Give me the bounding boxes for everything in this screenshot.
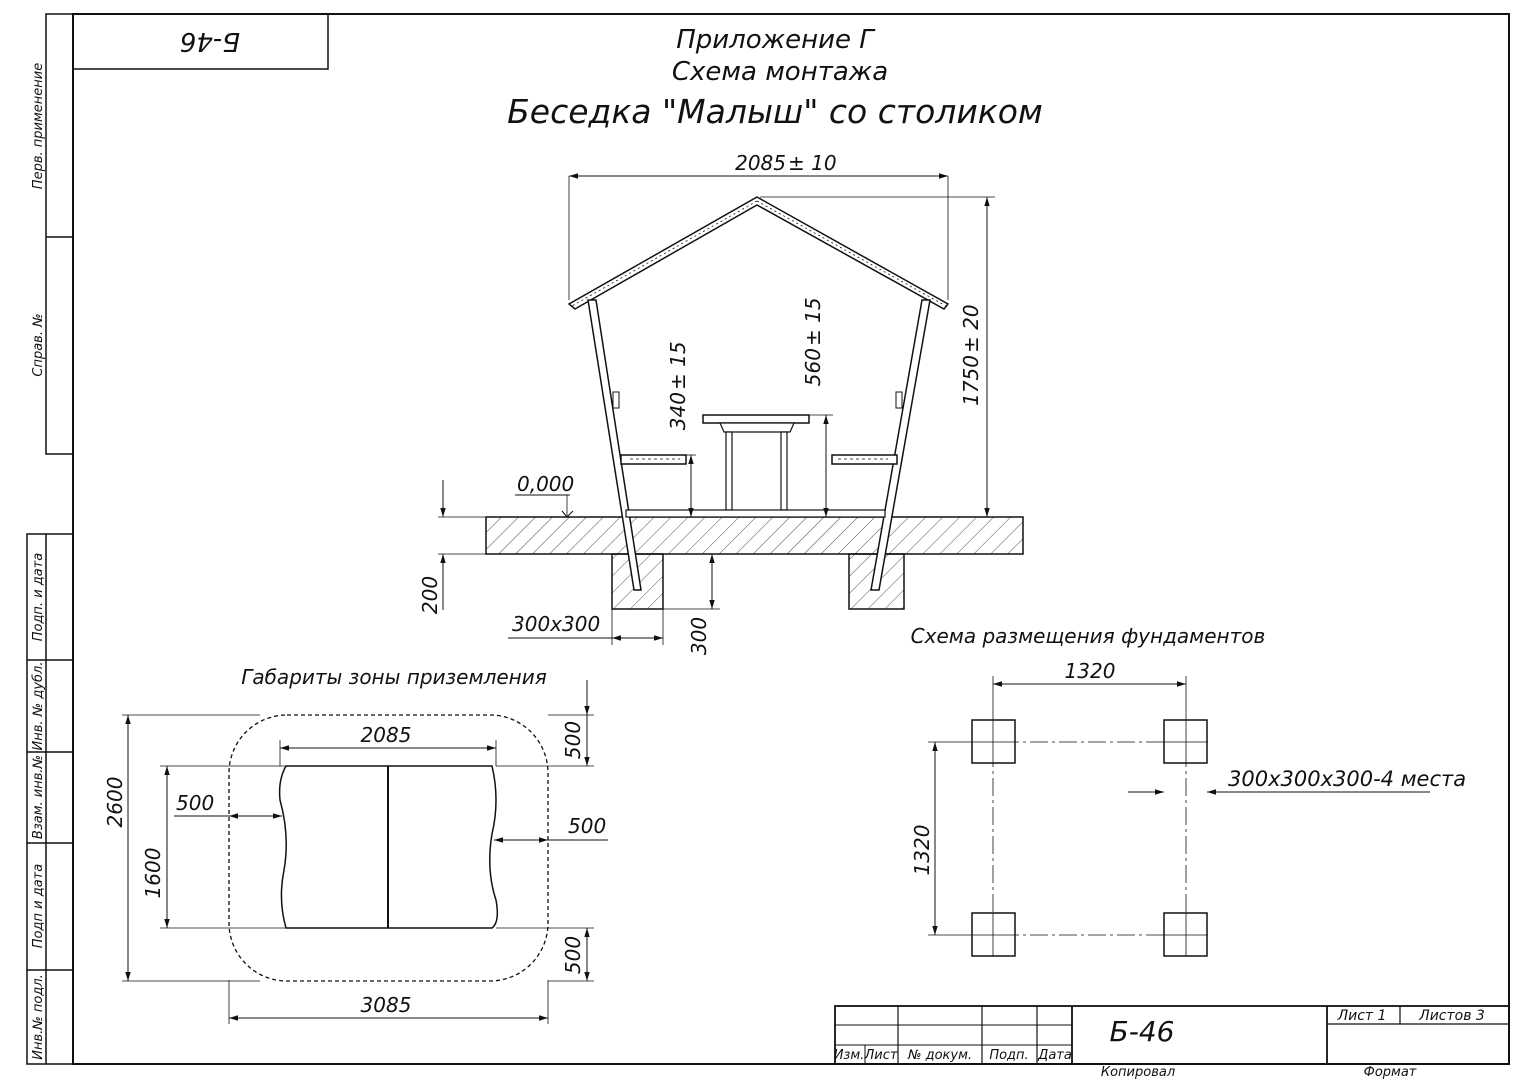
dim-width: 2085: [735, 151, 786, 175]
margin-perv: Перв. применение: [31, 63, 46, 189]
dim-table-h: 560: [801, 348, 825, 386]
margin-sprav: Справ. №: [31, 313, 46, 376]
landing-dim-outer-h: 2600: [103, 777, 127, 828]
title-block: [834, 1005, 1510, 1065]
dim-ground: 200: [418, 576, 442, 614]
zero-level-label: 0,000: [517, 472, 574, 496]
landing-dim-top-right: 500: [561, 721, 585, 759]
elevation-dimensions: [438, 173, 1023, 645]
margin-inv-dubl: Инв. № дубл.: [31, 662, 46, 751]
gazebo-roof: [567, 196, 950, 310]
title-sheet: Лист 1: [1337, 1008, 1387, 1024]
header-line3: Беседка "Малыш" со столиком: [507, 92, 1043, 131]
foundation-dim-y: 1320: [910, 825, 934, 876]
landing-dimensions: [122, 680, 608, 1024]
header-line1: Приложение Г: [676, 25, 876, 55]
dim-width-tol: ± 10: [788, 151, 837, 175]
landing-dim-right: 500: [568, 814, 606, 838]
gazebo-table: [702, 414, 810, 511]
bench-right: [831, 454, 898, 465]
foundation-dimensions: [928, 676, 1430, 936]
bench-left: [620, 454, 687, 465]
header-line2: Схема монтажа: [672, 57, 888, 87]
code-box-top: Б-46: [72, 13, 329, 70]
dim-footing: 300x300: [512, 612, 600, 636]
foundation-note: 300х300х300-4 места: [1228, 767, 1466, 791]
landing-dim-outer-w: 3085: [361, 993, 412, 1017]
dim-bench-h: 340: [666, 392, 690, 430]
title-copied: Копировал: [1101, 1065, 1175, 1080]
title-data: Дата: [1037, 1048, 1072, 1063]
margin-inv-podl: Инв.№ подл.: [31, 974, 46, 1060]
margin-podp-data-2: Подп и дата: [31, 864, 46, 948]
foundation-layout: [971, 719, 1208, 957]
margin-vzam-inv: Взам. инв.№: [31, 755, 46, 839]
title-izm: Изм.: [834, 1048, 865, 1063]
dim-table-h-tol: ± 15: [801, 297, 825, 346]
landing-dim-left: 500: [176, 791, 214, 815]
gazebo-elevation: [485, 196, 1024, 610]
dim-footing-depth: 300: [687, 617, 711, 655]
landing-title: Габариты зоны приземления: [241, 665, 547, 689]
landing-dim-top: 2085: [361, 723, 412, 747]
foundation-title: Схема размещения фундаментов: [911, 624, 1266, 648]
code-box-top-text: Б-46: [180, 26, 240, 56]
ground-slab: [485, 516, 1024, 555]
title-doc: № докум.: [907, 1048, 972, 1063]
landing-dim-bottom-right: 500: [561, 936, 585, 974]
title-code: Б-46: [1110, 1015, 1175, 1048]
title-list: Лист: [864, 1048, 898, 1063]
title-sheets: Листов 3: [1418, 1008, 1485, 1024]
margin-podp-data-1: Подп. и дата: [31, 553, 46, 642]
dim-bench-h-tol: ± 15: [666, 341, 690, 390]
landing-zone: [228, 714, 549, 982]
foundation-footing: [971, 912, 1016, 957]
landing-dim-inner-h: 1600: [141, 848, 165, 899]
dim-height: 1750: [959, 355, 983, 406]
foundation-dim-x: 1320: [1065, 659, 1116, 683]
sheet-frame: [26, 13, 1510, 1065]
foundation-footing: [1163, 912, 1208, 957]
title-podp: Подп.: [989, 1048, 1028, 1063]
title-format: Формат: [1364, 1065, 1417, 1080]
foundation-footing: [971, 719, 1016, 764]
floor-board: [625, 509, 886, 518]
foundation-footing: [1163, 719, 1208, 764]
dim-height-tol: ± 20: [959, 304, 983, 353]
